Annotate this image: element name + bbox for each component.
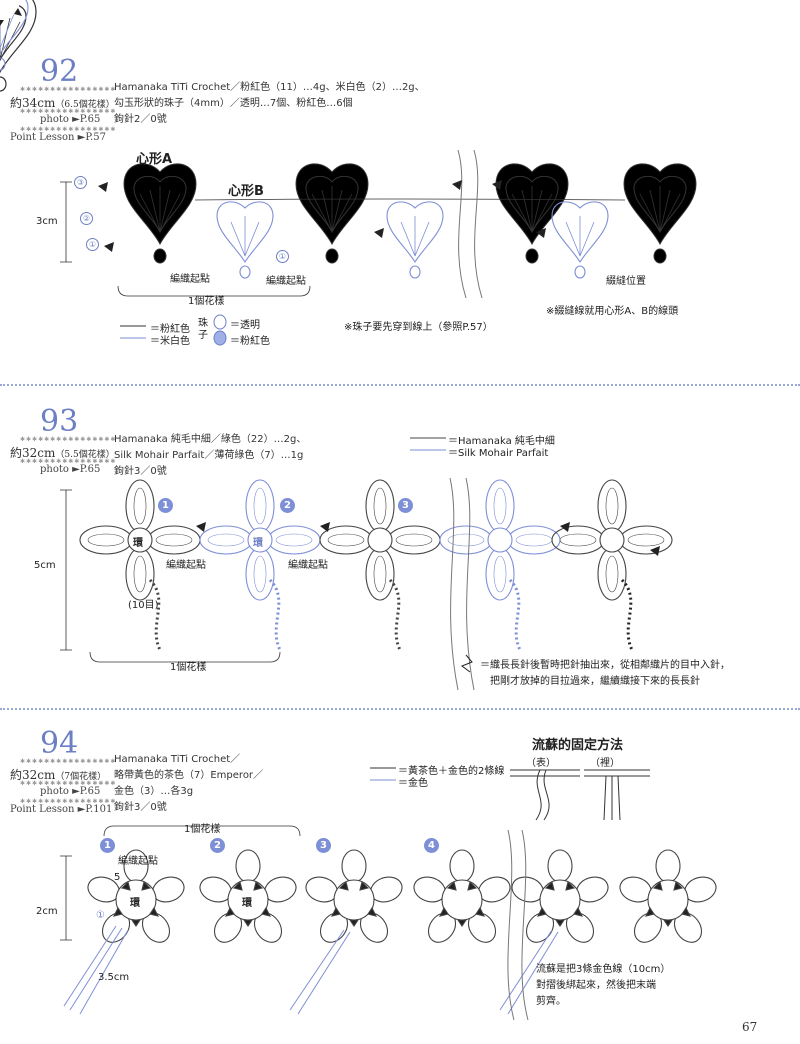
lesson-ref: Point Lesson ►P.57	[10, 132, 106, 143]
start-label: 編織起點	[170, 274, 210, 285]
start-label: 編織起點	[288, 560, 328, 571]
star-rule: ✱✱✱✱✱✱✱✱✱✱✱✱✱✱✱✱	[20, 758, 117, 765]
note-beads: ※珠子要先穿到線上（參照P.57）	[344, 322, 493, 333]
start-label: 編織起點	[118, 856, 158, 867]
stitch-count-label: (10目)	[128, 600, 159, 611]
join-position-label: 綴縫位置	[606, 276, 646, 287]
ring-label: 環	[130, 898, 140, 909]
note-join: ＝織長長針後暫時把針抽出來，從相鄰織片的目中入針，把剛才放掉的目拉過來，繼續織接…	[480, 660, 730, 687]
photo-ref: photo ►P.65	[40, 464, 101, 475]
star-rule: ✱✱✱✱✱✱✱✱✱✱✱✱✱✱✱✱	[20, 780, 117, 787]
legend-double-yarn: ＝黃茶色＋金色的2條線	[398, 766, 505, 777]
legend-mohair: ＝Silk Mohair Parfait	[448, 448, 549, 459]
start-label: 編織起點	[266, 276, 306, 287]
heart-chain-diagram	[0, 0, 37, 92]
star-rule: ✱✱✱✱✱✱✱✱✱✱✱✱✱✱✱✱	[20, 108, 117, 115]
motif-badge: 2	[210, 838, 225, 853]
ring-label: 環	[253, 538, 263, 549]
height-5cm: 5cm	[34, 560, 56, 571]
height-2cm: 2cm	[36, 906, 58, 917]
tassel-length: 3.5cm	[98, 972, 130, 983]
repeat-label: 1個花樣	[170, 662, 207, 673]
round-5-label: 5	[114, 872, 121, 883]
section-divider	[0, 708, 800, 710]
note-sewing: ※綴縫線就用心形A、B的線頭	[546, 306, 679, 317]
size-label: 約32cm（7個花樣）	[10, 768, 107, 782]
materials-94: Hamanaka TiTi Crochet／略帶黃色的茶色（7）Emperor／…	[114, 754, 264, 813]
legend-pink: ＝粉紅色	[150, 324, 190, 335]
star-rule: ✱✱✱✱✱✱✱✱✱✱✱✱✱✱✱✱	[20, 126, 117, 133]
legend-wool: ＝Hamanaka 純毛中細	[448, 436, 555, 447]
motif-badge: 3	[316, 838, 331, 853]
star-rule: ✱✱✱✱✱✱✱✱✱✱✱✱✱✱✱✱	[20, 798, 117, 805]
star-rule: ✱✱✱✱✱✱✱✱✱✱✱✱✱✱✱✱	[20, 86, 117, 93]
legend-white: ＝米白色	[150, 336, 190, 347]
row-marker: ③	[74, 176, 87, 189]
motif-badge: 3	[398, 498, 413, 513]
size-label: 約34cm（6.5個花樣）	[10, 96, 115, 110]
materials-93: Hamanaka 純毛中細／綠色（22）…2g、Silk Mohair Parf…	[114, 434, 307, 477]
motif-badge: 1	[100, 838, 115, 853]
row-marker: ①	[86, 238, 99, 251]
heart-a-label: 心形A	[136, 152, 173, 167]
round-1-label: ①	[96, 910, 105, 921]
photo-ref: photo ►P.65	[40, 114, 101, 125]
page-number: 67	[742, 1020, 758, 1034]
star-rule: ✱✱✱✱✱✱✱✱✱✱✱✱✱✱✱✱	[20, 436, 117, 443]
tassel-title: 流蘇的固定方法	[532, 738, 624, 753]
repeat-label: 1個花樣	[188, 296, 225, 307]
row-marker: ①	[276, 250, 289, 263]
ring-label: 環	[242, 898, 252, 909]
legend-bead-pink: ＝粉紅色	[230, 336, 270, 347]
materials-92: Hamanaka TiTi Crochet／粉紅色（11）…4g、米白色（2）……	[114, 82, 425, 125]
pattern-number-94: 94	[40, 726, 79, 761]
tassel-front: （表）	[526, 758, 556, 769]
note-tassel: 流蘇是把3條金色線（10cm）對摺後綁起來，然後把末端剪齊。	[536, 964, 671, 1007]
tassel-back: （裡）	[590, 758, 620, 769]
motif-badge: 1	[158, 498, 173, 513]
repeat-label: 1個花樣	[184, 824, 221, 835]
motif-badge: 4	[424, 838, 439, 853]
photo-ref: photo ►P.65	[40, 786, 101, 797]
legend-bead-word: 珠子	[198, 318, 208, 341]
star-rule: ✱✱✱✱✱✱✱✱✱✱✱✱✱✱✱✱	[20, 458, 117, 465]
pattern-number-93: 93	[40, 404, 79, 439]
legend-gold: ＝金色	[398, 778, 428, 789]
start-label: 編織起點	[166, 560, 206, 571]
row-marker: ②	[80, 212, 93, 225]
legend-bead-clear: ＝透明	[230, 320, 260, 331]
ring-label: 環	[133, 538, 143, 549]
pattern-number-92: 92	[40, 54, 79, 89]
size-label: 約32cm（5.5個花樣）	[10, 446, 115, 460]
height-3cm: 3cm	[36, 216, 58, 227]
motif-badge: 2	[280, 498, 295, 513]
section-divider	[0, 384, 800, 386]
lesson-ref: Point Lesson ►P.101	[10, 804, 113, 815]
heart-b-label: 心形B	[228, 184, 264, 199]
